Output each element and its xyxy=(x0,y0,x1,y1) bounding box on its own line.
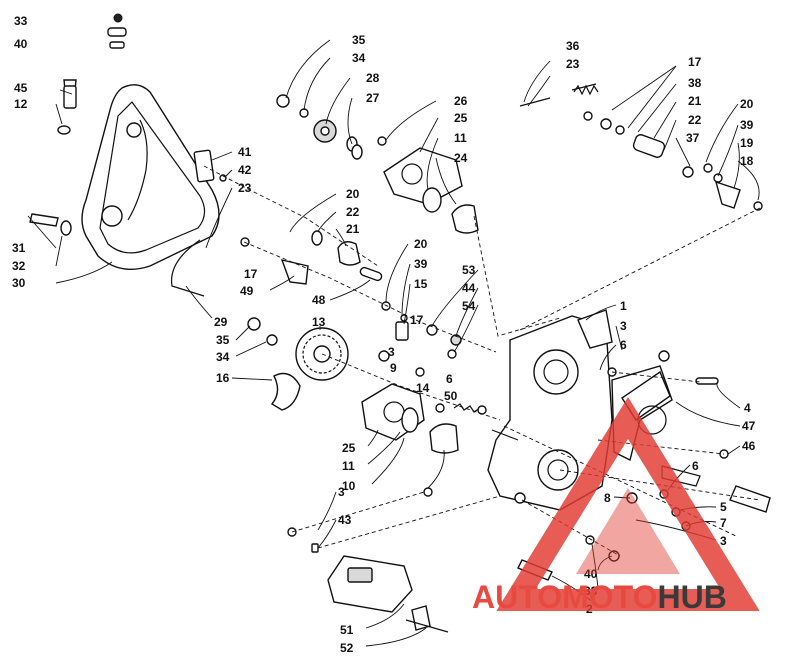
callout-label: 14 xyxy=(416,381,430,395)
callout-label: 12 xyxy=(14,97,28,111)
callout-label: 6 xyxy=(692,459,699,473)
callout-label: 17 xyxy=(688,55,702,69)
callout-label: 11 xyxy=(454,131,467,145)
gearcase-housing xyxy=(487,309,771,581)
callout-label: 45 xyxy=(14,81,28,95)
callout-label: 38 xyxy=(688,76,702,90)
callout-label: 44 xyxy=(462,281,476,295)
callout-label: 23 xyxy=(238,181,252,195)
callout-label: 3 xyxy=(620,319,627,333)
callout-label: 42 xyxy=(238,163,252,177)
callout-label: 39 xyxy=(414,257,428,271)
callout-label: 11 xyxy=(342,459,355,473)
nut-icon xyxy=(113,13,123,23)
callout-label: 51 xyxy=(340,623,354,637)
callout-label: 17 xyxy=(244,267,258,281)
callout-label: 46 xyxy=(742,439,756,453)
callout-label: 41 xyxy=(238,145,252,159)
callout-label: 35 xyxy=(352,33,366,47)
callout-label: 1 xyxy=(620,299,627,313)
callout-label: 48 xyxy=(312,293,326,307)
callout-label: 50 xyxy=(444,389,458,403)
callout-label: 7 xyxy=(720,516,727,530)
callout-label: 6 xyxy=(446,372,453,386)
callout-label: 27 xyxy=(366,91,380,105)
callout-label: 23 xyxy=(566,57,580,71)
callout-label: 2 xyxy=(586,602,593,616)
callout-label: 33 xyxy=(14,14,28,28)
callout-label: 30 xyxy=(12,276,26,290)
callout-label: 39 xyxy=(740,118,754,132)
callout-label: 31 xyxy=(12,241,26,255)
callout-label: 34 xyxy=(216,350,230,364)
callout-label: 35 xyxy=(216,333,230,347)
callout-label: 25 xyxy=(454,111,468,125)
callout-label: 37 xyxy=(686,131,700,145)
callout-label: 47 xyxy=(742,419,756,433)
callout-label: 20 xyxy=(740,97,754,111)
callout-label: 5 xyxy=(720,500,727,514)
callout-label: 24 xyxy=(454,151,468,165)
callout-label: 3 xyxy=(338,485,345,499)
callout-label: 43 xyxy=(338,513,352,527)
callout-label: 16 xyxy=(216,371,230,385)
callout-label: 40 xyxy=(14,37,28,51)
callout-label: 18 xyxy=(740,154,754,168)
callout-label: 15 xyxy=(414,277,428,291)
callout-label: 53 xyxy=(462,263,476,277)
chaincase-cover xyxy=(29,13,220,270)
callout-label: 25 xyxy=(342,441,356,455)
callout-label: 52 xyxy=(340,641,354,655)
callout-label: 49 xyxy=(240,284,254,298)
callout-label: 20 xyxy=(346,187,360,201)
callout-labels: 33 40 45 12 31 32 30 35 34 28 27 26 25 1… xyxy=(12,14,756,655)
callout-label: 17 xyxy=(410,313,424,327)
callout-label: 29 xyxy=(214,315,228,329)
callout-label: 40 xyxy=(584,567,598,581)
tensioner-parts xyxy=(519,83,763,211)
callout-label: 3 xyxy=(720,534,727,548)
callout-label: 32 xyxy=(12,259,26,273)
lower-parts xyxy=(287,487,449,633)
callout-label: 54 xyxy=(462,299,476,313)
callout-label: 36 xyxy=(566,39,580,53)
callout-label: 3 xyxy=(388,345,395,359)
callout-label: 26 xyxy=(454,94,468,108)
callout-label: 22 xyxy=(346,205,360,219)
callout-label: 33 xyxy=(584,584,598,598)
callout-label: 19 xyxy=(740,136,754,150)
callout-label: 28 xyxy=(366,71,380,85)
callout-label: 22 xyxy=(688,113,702,127)
callout-label: 20 xyxy=(414,237,428,251)
callout-label: 21 xyxy=(346,222,360,236)
callout-label: 13 xyxy=(312,315,326,329)
callout-label: 21 xyxy=(688,94,702,108)
callout-label: 34 xyxy=(352,51,366,65)
callout-label: 6 xyxy=(620,338,627,352)
callout-label: 4 xyxy=(744,401,751,415)
callout-label: 8 xyxy=(604,491,611,505)
upper-small-parts xyxy=(170,94,479,297)
callout-label: 10 xyxy=(342,479,356,493)
callout-label: 9 xyxy=(390,361,397,375)
